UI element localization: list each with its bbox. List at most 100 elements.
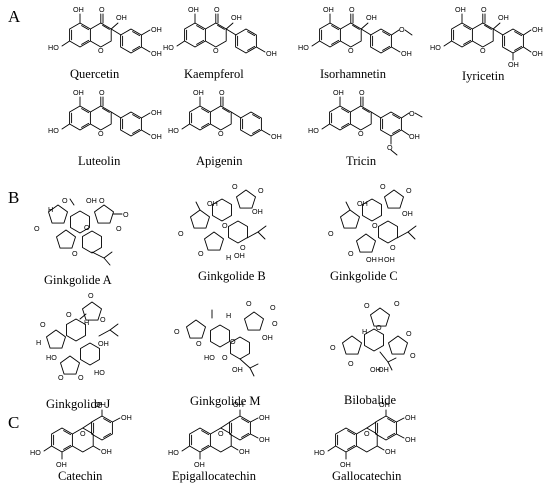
atom-label: HO: [314, 448, 325, 457]
atom-label: OH: [366, 13, 377, 22]
atom-label: O: [230, 337, 236, 346]
atom-label: O: [123, 210, 129, 219]
atom-label: OH: [101, 447, 112, 456]
atom-label: OH: [151, 25, 162, 34]
atom-label: HO: [168, 126, 179, 135]
atom-label: O: [349, 5, 355, 14]
atom-label: O: [330, 343, 336, 352]
atom-label: OH: [234, 251, 245, 260]
atom-label: HO: [46, 353, 57, 362]
atom-label: OH: [151, 108, 162, 117]
compound-name: Apigenin: [196, 154, 243, 168]
atom-label: H: [84, 318, 89, 327]
atom-label: HO: [298, 43, 309, 52]
atom-label: OH: [86, 196, 97, 205]
atom-label: O: [198, 249, 204, 258]
atom-label: O: [222, 353, 228, 362]
structure-ginkgolide-c: O O O O OH OH O O OH H OH Ginkgolide C: [328, 182, 417, 283]
atom-label: OH: [194, 460, 205, 469]
atom-label: O: [78, 373, 84, 382]
atom-label: O: [480, 46, 486, 55]
atom-label: OH: [532, 25, 543, 34]
atom-label: O: [178, 229, 184, 238]
atom-label: OH: [239, 447, 250, 456]
atom-label: OH: [116, 13, 127, 22]
atom-label: H: [48, 205, 53, 214]
structure-quercetin: OH O HO OH O OH OH Quercetin: [48, 5, 162, 81]
atom-label: HO: [430, 43, 441, 52]
atom-label: OH: [207, 199, 218, 208]
atom-label: OH: [498, 13, 509, 22]
atom-label: O: [258, 186, 264, 195]
atom-label: O: [364, 429, 370, 438]
atom-label: O: [219, 88, 225, 97]
atom-label: OH: [259, 413, 270, 422]
atom-label: OH: [266, 49, 277, 58]
compound-name: Catechin: [58, 469, 103, 483]
atom-label: OH: [98, 339, 109, 348]
atom-label: O: [99, 5, 105, 14]
compound-name: Kaempferol: [184, 67, 244, 81]
atom-label: HO: [204, 353, 215, 362]
atom-label: O: [222, 221, 228, 230]
atom-label: OH: [188, 5, 199, 14]
compound-name: Gallocatechin: [332, 469, 402, 483]
atom-label: OH: [508, 60, 519, 69]
structure-kaempferol: OH O HO OH O OH Kaempferol: [163, 5, 277, 81]
atom-label: OH: [323, 5, 334, 14]
atom-label: OH: [262, 333, 273, 342]
structure-bilobalide: O O O O O O O OH H OH Bilobalide: [330, 299, 416, 407]
atom-label: HO: [30, 448, 41, 457]
compound-name: Ginkgolide M: [190, 394, 260, 408]
atom-label: OH: [271, 132, 282, 141]
atom-label: O: [218, 129, 224, 138]
atom-label: O: [387, 143, 393, 152]
atom-label: OH: [366, 255, 377, 264]
section-label-c: C: [8, 413, 19, 432]
structure-apigenin: OH O HO O OH Apigenin: [168, 88, 282, 168]
atom-label: OH: [340, 460, 351, 469]
atom-label: OH: [121, 413, 132, 422]
structure-ginkgolide-m: O O O O H OH O O OH HO O Ginkgolide M: [174, 299, 278, 408]
atom-label: O: [410, 351, 416, 360]
atom-label: O: [240, 243, 246, 252]
atom-label: OH: [333, 88, 344, 97]
atom-label: O: [40, 320, 46, 329]
atom-label: OH: [409, 132, 420, 141]
structure-gallocatechin: OH HO O OH OH OH OH Gallocatechin: [314, 400, 416, 483]
atom-label: O: [348, 249, 354, 258]
atom-label: OH: [379, 400, 390, 409]
atom-label: O: [270, 303, 276, 312]
atom-label: O: [58, 373, 64, 382]
compound-name: Luteolin: [78, 154, 121, 168]
atom-label: OH: [232, 365, 243, 374]
atom-label: O: [359, 88, 365, 97]
atom-label: O: [380, 182, 386, 191]
atom-label: O: [80, 429, 86, 438]
compound-name: Tricin: [346, 154, 377, 168]
compound-name: Ginkgolide A: [44, 273, 112, 287]
atom-label: H: [226, 311, 231, 320]
atom-label: HO: [48, 43, 59, 52]
section-label-b: B: [8, 188, 19, 207]
atom-label: O: [98, 129, 104, 138]
atom-label: O: [406, 329, 412, 338]
atom-label: O: [214, 5, 220, 14]
atom-label: O: [72, 249, 78, 258]
atom-label: O: [66, 310, 72, 319]
atom-label: O: [406, 186, 412, 195]
atom-label: OH: [252, 207, 263, 216]
atom-label: H: [36, 338, 41, 347]
atom-label: OH: [532, 49, 543, 58]
atom-label: O: [394, 299, 400, 308]
compound-name: Ginkgolide J: [46, 397, 110, 411]
structure-iyricetin: OH O HO OH O OH OH OH Iyricetin: [430, 5, 543, 83]
compound-name: Ginkgolide C: [330, 269, 398, 283]
atom-label: OH: [233, 400, 244, 409]
atom-label: HO: [168, 448, 179, 457]
atom-label: O: [99, 196, 105, 205]
atom-label: O: [62, 196, 68, 205]
atom-label: OH: [401, 49, 412, 58]
atom-label: O: [481, 5, 487, 14]
